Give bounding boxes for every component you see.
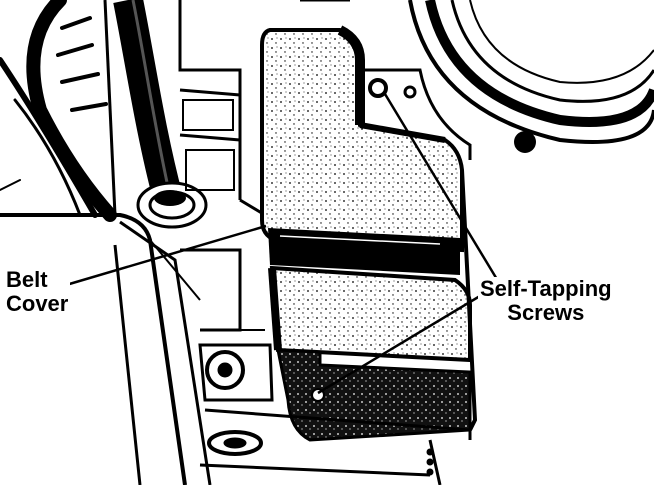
self-tapping-screws-callout: Self-Tapping Screws bbox=[478, 277, 614, 325]
screws-callout-line-1: Self-Tapping bbox=[480, 276, 612, 301]
front-tray bbox=[0, 213, 265, 485]
belt-cover-callout-line-1: Belt bbox=[6, 267, 48, 292]
belt-cover-callout-line-2: Cover bbox=[6, 291, 69, 316]
screws-callout-line-2: Screws bbox=[507, 300, 585, 325]
belt-cover-leader bbox=[65, 224, 267, 287]
belt-cover bbox=[260, 25, 478, 442]
motor-housing-ring bbox=[365, 0, 654, 160]
leader-lines bbox=[65, 93, 500, 395]
screw-leader-bottom bbox=[317, 285, 496, 395]
blade-guard-arc bbox=[0, 0, 117, 222]
base-plate bbox=[198, 343, 472, 485]
screw-leader-top bbox=[383, 93, 500, 282]
power-cord bbox=[113, 0, 208, 229]
belt-cover-callout: Belt Cover bbox=[4, 267, 71, 316]
